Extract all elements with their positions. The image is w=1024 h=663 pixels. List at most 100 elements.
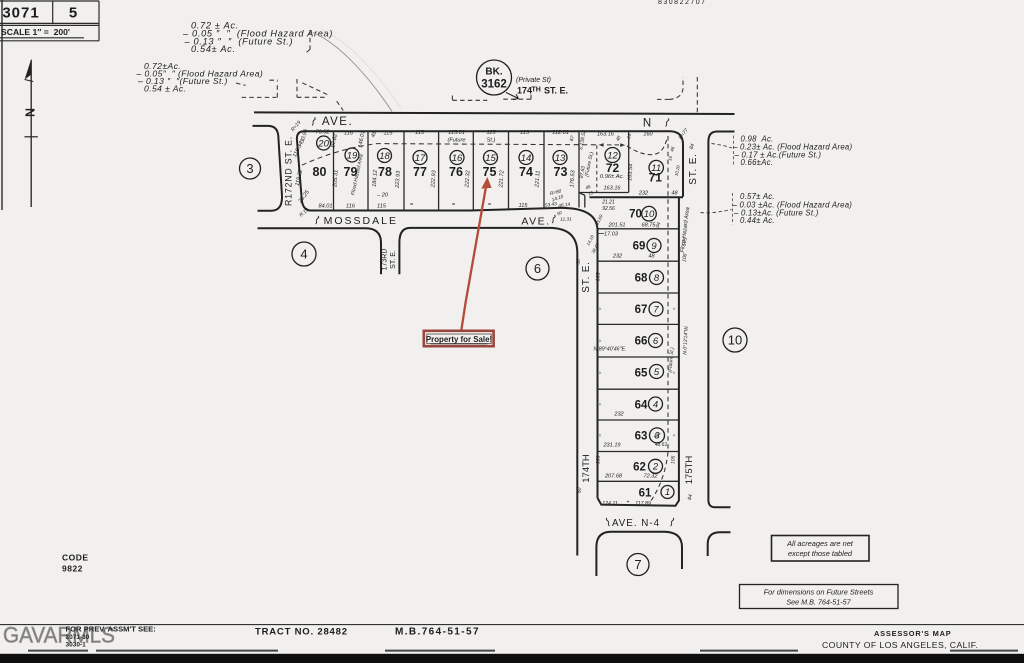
svg-text:61: 61 [639, 488, 652, 500]
svg-text:TH: TH [532, 87, 541, 94]
svg-text:830822707: 830822707 [658, 0, 707, 6]
svg-text:12: 12 [607, 150, 618, 161]
svg-text:– 0.13 ″ ″(Future St.): – 0.13 ″ ″(Future St.) [137, 76, 228, 86]
svg-text:10.20: 10.20 [674, 164, 681, 176]
svg-text:115: 115 [520, 130, 530, 136]
svg-text:48: 48 [370, 130, 378, 139]
svg-text:(Future St.): (Future St.) [667, 347, 675, 373]
svg-text:– 0.03 ±Ac. (Flood Hazard Area: – 0.03 ±Ac. (Flood Hazard Area) [732, 201, 853, 210]
svg-text:5: 5 [69, 5, 77, 22]
svg-text:176.53: 176.53 [569, 169, 576, 187]
svg-text:0.66±Ac.: 0.66±Ac. [741, 158, 774, 167]
svg-text:10: 10 [644, 209, 655, 220]
svg-text:0.44± Ac.: 0.44± Ac. [740, 216, 775, 225]
svg-text:=: = [597, 434, 602, 437]
svg-text:116: 116 [344, 131, 354, 137]
svg-text:21.21: 21.21 [601, 200, 615, 206]
svg-text:30.96: 30.96 [300, 128, 310, 144]
svg-text:11: 11 [651, 163, 661, 174]
svg-text:50: 50 [556, 210, 563, 217]
svg-text:115: 115 [415, 130, 425, 136]
svg-text:ST. E.: ST. E. [581, 261, 592, 292]
svg-text:except those tabled: except those tabled [788, 549, 853, 558]
svg-text:MOSSDALE: MOSSDALE [324, 215, 398, 227]
svg-text:222.93: 222.93 [430, 169, 437, 188]
svg-text:1: 1 [665, 487, 670, 498]
svg-text:(Future St.): (Future St.) [584, 151, 595, 177]
svg-text:115: 115 [377, 203, 387, 209]
svg-text:N: N [24, 108, 38, 117]
svg-text:163.16: 163.16 [603, 186, 621, 192]
svg-text:ST. E.: ST. E. [390, 250, 397, 269]
svg-text:124.11: 124.11 [602, 501, 618, 507]
svg-text:76: 76 [449, 165, 463, 179]
svg-text:48: 48 [648, 254, 655, 260]
svg-text:68.75: 68.75 [642, 223, 657, 229]
svg-text:19: 19 [347, 150, 358, 161]
svg-text:16: 16 [667, 155, 673, 162]
svg-text:115: 115 [487, 130, 497, 136]
svg-text:115.01: 115.01 [448, 130, 465, 136]
svg-text:112.01: 112.01 [552, 130, 569, 136]
svg-text:3071-30: 3071-30 [66, 634, 90, 641]
svg-text:BK.: BK. [485, 67, 502, 78]
svg-text:7: 7 [634, 557, 641, 572]
svg-text:60: 60 [577, 487, 583, 493]
svg-text:184.12: 184.12 [372, 169, 379, 187]
svg-text:5: 5 [654, 367, 660, 378]
svg-text:For dimensions on Future Stree: For dimensions on Future Streets [764, 588, 874, 597]
svg-text:74: 74 [519, 165, 533, 179]
svg-text:163.54: 163.54 [627, 164, 634, 181]
svg-text:11.31: 11.31 [560, 217, 572, 223]
svg-text:105: 105 [681, 237, 688, 246]
svg-text:53.43: 53.43 [544, 201, 557, 209]
svg-text:AVE.: AVE. [521, 216, 550, 228]
svg-text:163.16: 163.16 [597, 132, 615, 138]
svg-text:=: = [452, 202, 456, 208]
svg-text:92.56: 92.56 [602, 206, 615, 212]
svg-text:38.46: 38.46 [590, 242, 600, 255]
svg-text:AVE.: AVE. [322, 116, 353, 128]
svg-text:78: 78 [378, 165, 392, 179]
svg-text:25: 25 [626, 133, 632, 141]
svg-text:15: 15 [485, 153, 496, 164]
svg-text:– 20: – 20 [376, 193, 389, 199]
svg-text:COUNTY OF LOS ANGELES, CALIF.: COUNTY OF LOS ANGELES, CALIF. [822, 640, 978, 650]
svg-text:M.B.764-51-57: M.B.764-51-57 [395, 627, 480, 638]
svg-text:GAVARMLS: GAVARMLS [3, 623, 115, 648]
svg-text:232: 232 [613, 412, 624, 418]
svg-text:R172ND ST. E.: R172ND ST. E. [283, 136, 293, 206]
svg-text:146.01: 146.01 [358, 130, 367, 148]
svg-text:3162: 3162 [481, 79, 507, 91]
svg-text:– 0.17 ± Ac.(Future St.): – 0.17 ± Ac.(Future St.) [734, 151, 822, 160]
svg-text:0.98 Ac.: 0.98 Ac. [741, 135, 774, 144]
svg-text:68: 68 [635, 273, 648, 285]
svg-text:46: 46 [669, 146, 676, 153]
svg-text:84.01: 84.01 [319, 203, 333, 209]
svg-text:0.96± Ac.: 0.96± Ac. [600, 174, 624, 180]
svg-text:231.19: 231.19 [602, 443, 620, 449]
svg-text:69: 69 [633, 241, 646, 253]
svg-text:9822: 9822 [62, 564, 83, 574]
svg-text:=: = [597, 371, 602, 374]
svg-text:97.62: 97.62 [331, 133, 339, 149]
svg-text:N.0°13'14″W.: N.0°13'14″W. [682, 325, 690, 355]
svg-text:0.54± Ac.: 0.54± Ac. [191, 44, 236, 54]
svg-text:– 0.13 ″ ″ (Future St.): – 0.13 ″ ″ (Future St.) [184, 37, 294, 47]
svg-text:=: = [597, 307, 602, 310]
svg-text:207.68: 207.68 [604, 474, 623, 480]
svg-text:119.22: 119.22 [295, 168, 305, 186]
svg-text:77: 77 [413, 165, 427, 179]
svg-text:84: 84 [687, 494, 694, 501]
svg-text:S.138.52: S.138.52 [578, 130, 587, 151]
svg-text:(Private St): (Private St) [516, 77, 551, 84]
svg-text:0.72±Ac.: 0.72±Ac. [144, 61, 181, 71]
svg-text:3: 3 [246, 161, 253, 176]
svg-text:14: 14 [521, 153, 532, 164]
svg-text:8: 8 [654, 273, 660, 284]
svg-text:2: 2 [652, 462, 659, 473]
svg-text:(Future: (Future [447, 138, 465, 144]
svg-text:=: = [597, 403, 602, 406]
svg-text:0.57± Ac.: 0.57± Ac. [740, 192, 775, 201]
svg-text:18: 18 [379, 151, 390, 162]
